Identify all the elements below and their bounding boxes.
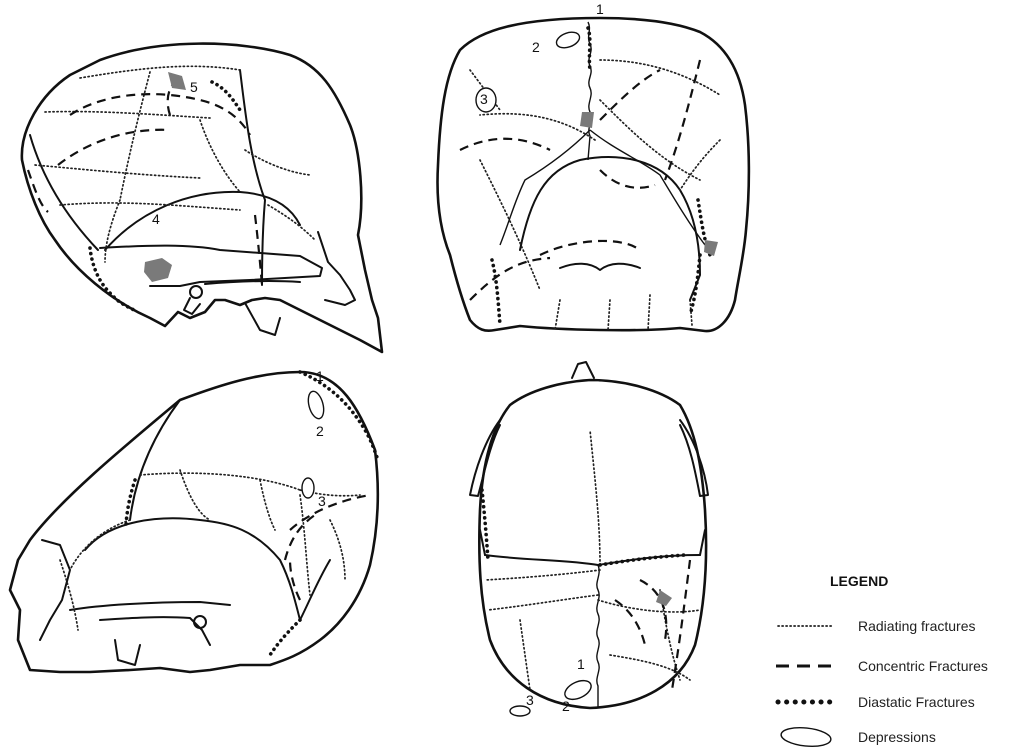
lambdoid-suture (300, 560, 330, 620)
temporal-squama (105, 192, 300, 250)
diastatic-fracture (492, 28, 710, 325)
cheek-outline (245, 303, 280, 335)
nasal-tip (572, 362, 594, 378)
legend-title: LEGEND (830, 573, 888, 589)
impact-site-marker (168, 72, 186, 90)
lambdoid-suture (30, 135, 98, 250)
legend-label-concentric: Concentric Fractures (858, 658, 988, 674)
lambdoid-suture (500, 130, 705, 245)
concentric-fracture (28, 78, 262, 285)
skull-outline (479, 380, 706, 708)
legend-label-depressions: Depressions (858, 729, 936, 745)
sagittal-suture (597, 565, 599, 708)
zygomatic-arch (100, 246, 322, 286)
fracture-number-label: 1 (596, 1, 604, 17)
fracture-number-label: 3 (318, 493, 326, 509)
concentric-fracture (285, 495, 370, 600)
skull-view-superior: 1 2 3 (470, 362, 708, 716)
skull-outline (22, 44, 382, 352)
fracture-number-label: 5 (190, 79, 198, 95)
ear-canal (190, 286, 202, 298)
orbit-outline (318, 232, 355, 305)
fracture-number-label: 3 (480, 91, 488, 107)
legend-swatch-depression (780, 725, 832, 748)
legend-label-diastatic: Diastatic Fractures (858, 694, 975, 710)
coronal-suture (130, 400, 180, 520)
skull-view-posterior: 1 2 3 (438, 1, 749, 331)
orbit-outline (40, 540, 70, 640)
radiating-fracture (485, 430, 700, 690)
diastatic-fracture (482, 490, 685, 565)
ear-canal (194, 616, 206, 628)
sagittal-suture (588, 22, 591, 160)
frontal-outline (480, 530, 705, 555)
depression-marker (554, 29, 581, 50)
foramen-outline (520, 157, 700, 300)
fracture-number-label: 1 (577, 656, 585, 672)
fracture-number-label: 2 (316, 423, 324, 439)
fracture-number-label: 4 (152, 211, 160, 227)
occipital-condyle (560, 264, 640, 270)
depression-marker (302, 478, 314, 498)
mastoid-process (184, 298, 200, 314)
impact-site-marker (580, 112, 594, 128)
legend-label-radiating: Radiating fractures (858, 618, 976, 634)
skull-view-lateral-right: 4 5 (22, 44, 382, 352)
impact-site-marker (656, 590, 672, 606)
fracture-number-label: 2 (532, 39, 540, 55)
skull-view-lateral-left: 1 2 3 (10, 368, 378, 672)
depression-marker (306, 390, 327, 421)
fracture-number-label: 2 (562, 698, 570, 714)
jaw-outline (115, 640, 140, 665)
skull-outline (438, 18, 749, 331)
fracture-number-label: 1 (316, 368, 324, 384)
legend: LEGEND Radiating fractures Concentric Fr… (776, 573, 988, 749)
impact-site-marker (704, 240, 718, 256)
impact-site-marker (144, 258, 172, 282)
fracture-number-label: 3 (526, 692, 534, 708)
